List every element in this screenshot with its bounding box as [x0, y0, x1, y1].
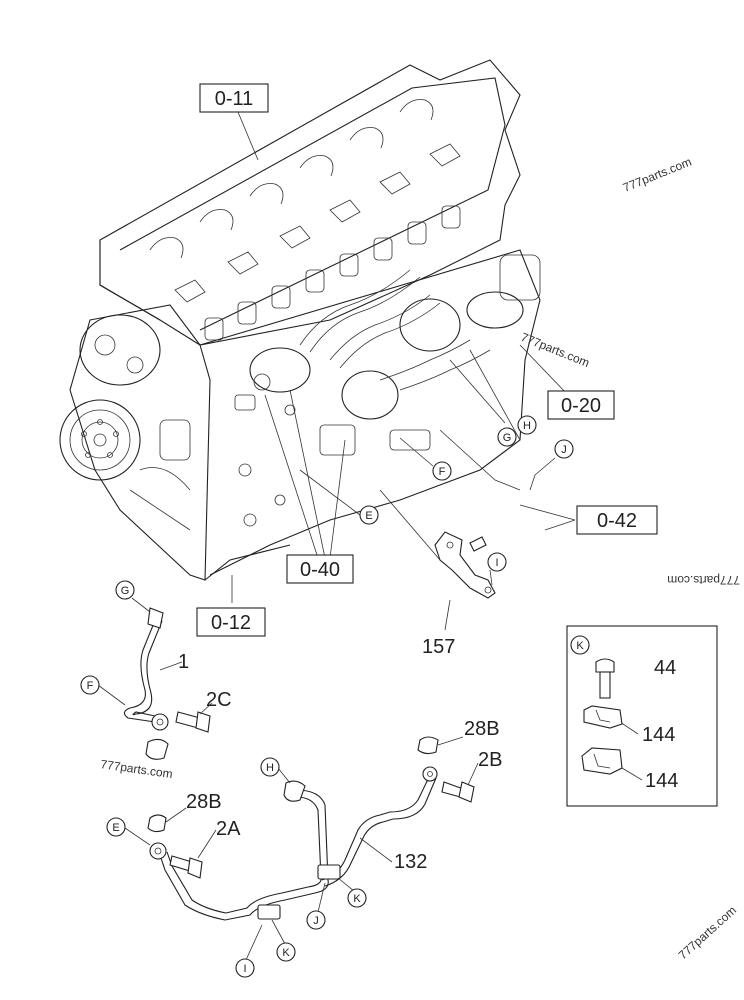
callout-h-top: H [517, 415, 537, 435]
callout-h-pipe: H [260, 757, 280, 777]
ref-box-0-12[interactable]: 0-12 [196, 607, 266, 637]
part-number-2b: 2B [478, 749, 502, 771]
callout-k-inset: K [570, 635, 590, 655]
svg-text:I: I [243, 963, 246, 975]
fuel-pipe-1-illustration [123, 607, 211, 760]
watermark-bottom-right: 777parts.com [676, 903, 739, 962]
ref-box-0-20[interactable]: 0-20 [547, 390, 615, 420]
watermark-left: 777parts.com [100, 757, 174, 781]
callout-f-top: F [432, 461, 452, 481]
svg-text:E: E [112, 822, 119, 834]
ref-box-0-11-label: 0-11 [215, 88, 254, 110]
leader-lines [97, 111, 643, 963]
svg-text:G: G [503, 432, 512, 444]
part-number-144-lower: 144 [645, 770, 678, 792]
callout-e-pipe: E [106, 817, 126, 837]
callout-j-top: J [554, 439, 574, 459]
svg-text:H: H [523, 420, 531, 432]
inset-box [566, 625, 718, 807]
svg-text:K: K [353, 893, 361, 905]
engine-block-illustration [59, 59, 541, 581]
part-number-2a: 2A [216, 818, 241, 840]
callout-j-bottom: J [306, 910, 326, 930]
part-number-1: 1 [178, 651, 189, 673]
part-number-144-upper: 144 [642, 724, 675, 746]
ref-box-0-40[interactable]: 0-40 [286, 554, 354, 584]
ref-box-0-42-label: 0-42 [597, 510, 637, 532]
callout-k-2: K [276, 942, 296, 962]
part-number-28b-lower: 28B [186, 791, 222, 813]
ref-box-0-12-label: 0-12 [211, 612, 251, 634]
svg-text:J: J [561, 444, 567, 456]
svg-text:G: G [121, 585, 130, 597]
callout-k-1: K [347, 888, 367, 908]
watermark-middle: 777parts.com [519, 330, 592, 370]
ref-box-0-11[interactable]: 0-11 [199, 83, 269, 113]
svg-text:H: H [266, 762, 274, 774]
callout-g-top: G [497, 427, 517, 447]
part-number-132: 132 [394, 851, 427, 873]
ref-box-0-20-label: 0-20 [561, 395, 601, 417]
callout-f-pipe1: F [80, 675, 100, 695]
part-number-44: 44 [654, 657, 676, 679]
part-number-2c: 2C [206, 689, 232, 711]
ref-box-0-42[interactable]: 0-42 [576, 505, 658, 535]
svg-text:F: F [439, 466, 446, 478]
svg-text:J: J [313, 915, 319, 927]
part-number-28b-upper: 28B [464, 718, 500, 740]
svg-text:F: F [87, 680, 94, 692]
callout-e-top: E [359, 505, 379, 525]
watermark-top-right: 777parts.com [621, 155, 694, 195]
fuel-pipe-132-illustration [147, 736, 475, 921]
part-number-157: 157 [422, 636, 455, 658]
bracket-157-illustration [434, 531, 496, 599]
svg-text:K: K [576, 640, 584, 652]
callout-g-pipe1: G [115, 580, 135, 600]
callout-i-bottom: I [235, 958, 255, 978]
ref-box-0-40-label: 0-40 [300, 559, 340, 581]
svg-text:K: K [282, 947, 290, 959]
svg-text:E: E [365, 510, 372, 522]
callout-i-top: I [487, 552, 507, 572]
svg-text:I: I [495, 557, 498, 569]
watermark-right-upside-down: 777parts.com [667, 573, 740, 587]
